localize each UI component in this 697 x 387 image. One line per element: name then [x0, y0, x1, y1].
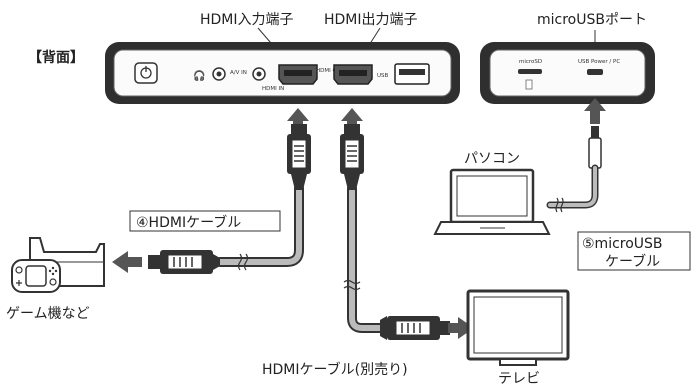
- headphone-jack-icon: 🎧: [193, 67, 226, 82]
- usb-a-port: [394, 63, 430, 85]
- hdmi-in-port: [278, 64, 318, 85]
- hdmi-out-up-arrow-icon: [341, 108, 363, 134]
- hdmi-out-label: HDMI出力端子: [324, 12, 418, 28]
- hdmi-cable-4: [148, 124, 311, 274]
- usb-port-label: USB: [377, 73, 389, 79]
- pc-label: パソコン: [464, 151, 520, 167]
- to-tv-arrow-icon: [448, 317, 474, 339]
- hdmi-in-port-label: HDMI IN: [262, 86, 284, 92]
- device-rear: 🎧 A/V IN HDMI IN HDMI OUT USB: [105, 42, 460, 104]
- hdmi-cable-sold-separately: [340, 124, 450, 340]
- microusb-port: [587, 69, 603, 75]
- hdmi-cable-label: ④HDMIケーブル: [136, 214, 241, 231]
- laptop-icon: [433, 168, 551, 235]
- av-jack-icon: [252, 67, 266, 81]
- tv-label: テレビ: [498, 371, 540, 387]
- microsd-port-label: microSD: [519, 59, 542, 65]
- microusb-cable-label-2: ケーブル: [605, 253, 660, 270]
- to-game-arrow-icon: [112, 251, 142, 273]
- microusb-up-arrow-icon: [584, 98, 606, 124]
- microusb-cable-label-box: [577, 231, 691, 271]
- microusb-cable-5: [546, 126, 602, 213]
- microsd-card-icon: [525, 79, 533, 90]
- hdmi-cable-sold-label: HDMIケーブル(別売り): [262, 361, 408, 378]
- power-button-icon: [134, 62, 158, 84]
- hdmi-in-label: HDMI入力端子: [200, 12, 294, 28]
- microsd-slot: [518, 69, 542, 74]
- rear-label: 【背面】: [28, 49, 84, 66]
- tv-icon: [466, 289, 570, 366]
- game-console-label: ゲーム機など: [6, 306, 90, 322]
- hdmi-out-port-label: HDMI OUT: [316, 68, 345, 74]
- usb-power-port-label: USB Power / PC: [578, 59, 620, 65]
- hdmi-out-port: [333, 64, 373, 85]
- microusb-cable-label-1: ⑤microUSB: [582, 236, 663, 252]
- game-console-icon: [11, 237, 105, 293]
- hdmi-cable-label-box: [129, 210, 281, 232]
- av-in-port-label: A/V IN: [230, 70, 247, 76]
- microusb-port-label: microUSBポート: [537, 12, 647, 28]
- device-side: microSD USB Power / PC: [480, 42, 655, 104]
- hdmi-in-up-arrow-icon: [287, 108, 309, 134]
- svg-text:🎧: 🎧: [193, 69, 205, 82]
